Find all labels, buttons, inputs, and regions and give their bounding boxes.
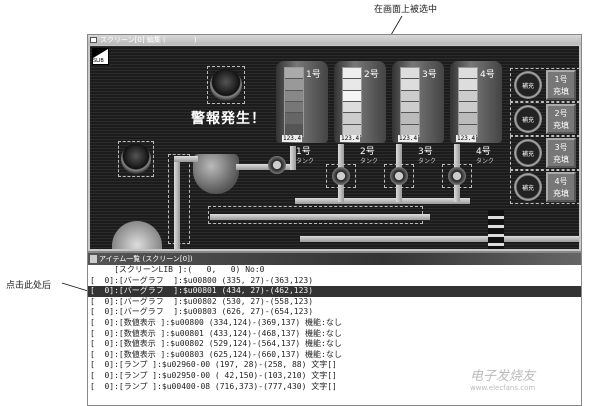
- fill-button-line1: 4号: [554, 177, 568, 186]
- alarm-lamp-icon: [210, 69, 242, 101]
- fill-button-4[interactable]: 4号充填: [546, 172, 576, 202]
- annotation-line-left: [61, 282, 89, 292]
- tank-sub-caption: タンク: [296, 158, 315, 165]
- pipe: [236, 164, 292, 170]
- valve-selection[interactable]: [384, 164, 414, 188]
- screen-edit-window: スクリーン[0] 編集 ( ) SLIB 警報発生！ 1号 123.4 1号 タ…: [87, 34, 582, 252]
- slib-icon[interactable]: SLIB: [92, 48, 109, 65]
- screen-window-title: スクリーン[0] 編集 ( ): [100, 36, 197, 44]
- pipe: [174, 158, 180, 249]
- fill-button-line2: 充填: [553, 189, 569, 198]
- drum-icon: [488, 210, 504, 249]
- item-list: [スクリーンLIB ]:( 0, 0) No:0[ 0]:[バーグラフ ]:$u…: [88, 265, 581, 392]
- item-list-row[interactable]: [ 0]:[バーグラフ ]:$u00803 (626, 27)-(654,123…: [90, 307, 314, 317]
- alarm-lamp-selection[interactable]: [207, 66, 245, 104]
- fill-button-3[interactable]: 3号充填: [546, 138, 576, 168]
- item-list-row[interactable]: [ 0]:[数値表示 ]:$u00800 (334,124)-(369,137)…: [90, 317, 342, 327]
- item-list-row[interactable]: [ 0]:[ランプ ]:$u02960-00 (197, 28)-(258, 8…: [90, 360, 337, 370]
- tank-label: 4号: [480, 70, 495, 80]
- fill-button-line2: 充填: [553, 87, 569, 96]
- fill-button-line1: 2号: [554, 109, 568, 118]
- pipe: [290, 146, 296, 170]
- item-list-row[interactable]: [ 0]:[数値表示 ]:$u00803 (625,124)-(660,137)…: [90, 349, 342, 359]
- pipe-selection[interactable]: [208, 206, 423, 224]
- window-icon: [90, 255, 97, 263]
- alarm-text: 警報発生！: [191, 111, 266, 127]
- numeric-display-2[interactable]: 123.4: [340, 135, 361, 142]
- annotation-selected-on-screen: 在画面上被选中: [374, 5, 438, 15]
- lamp-selection[interactable]: [118, 141, 154, 177]
- item-list-row[interactable]: [ 0]:[バーグラフ ]:$u00800 (335, 27)-(363,123…: [90, 275, 314, 285]
- replenish-lamp-1[interactable]: 補充: [514, 71, 542, 99]
- item-list-window: アイテム一覧 (スクリーン[0]) [スクリーンLIB ]:( 0, 0) No…: [87, 252, 582, 406]
- tank-caption: 4号: [476, 147, 491, 157]
- tank-1: 1号 123.4: [276, 61, 328, 143]
- numeric-display-3[interactable]: 123.4: [398, 135, 419, 142]
- numeric-display-4[interactable]: 123.4: [456, 135, 477, 142]
- item-list-row[interactable]: [ 0]:[ランプ ]:$u00400-08 (716,373)-(777,43…: [90, 381, 337, 391]
- fill-group: [510, 102, 579, 136]
- mixer-tank-icon: [193, 154, 239, 194]
- tank-4: 4号 123.4: [450, 61, 502, 143]
- pipe: [174, 156, 198, 162]
- pipe: [295, 198, 470, 204]
- item-list-row[interactable]: [ 0]:[バーグラフ ]:$u00801 (434, 27)-(462,123…: [88, 286, 581, 297]
- bar-graph-3[interactable]: [400, 67, 420, 137]
- numeric-display-1[interactable]: 123.4: [282, 135, 303, 142]
- tank-sub-caption: タンク: [476, 158, 495, 165]
- bar-graph-4[interactable]: [458, 67, 478, 137]
- item-list-row[interactable]: [ 0]:[バーグラフ ]:$u00802 (530, 27)-(558,123…: [90, 296, 314, 306]
- item-list-row[interactable]: [スクリーンLIB ]:( 0, 0) No:0: [90, 265, 265, 274]
- tank-sub-caption: タンク: [360, 158, 379, 165]
- tank-2: 2号 123.4: [334, 61, 386, 143]
- lamp-icon: [121, 144, 151, 174]
- vessel-icon: [112, 221, 162, 249]
- valve-icon: [448, 167, 466, 185]
- watermark-text: 电子发烧友: [470, 369, 536, 384]
- pipe: [300, 236, 579, 242]
- valve-icon: [390, 167, 408, 185]
- screen-window-titlebar[interactable]: スクリーン[0] 編集 ( ): [88, 35, 581, 45]
- valve-selection[interactable]: [442, 164, 472, 188]
- item-list-titlebar[interactable]: アイテム一覧 (スクリーン[0]): [88, 253, 581, 265]
- tank-caption: 2号: [360, 147, 375, 157]
- tank-sub-caption: タンク: [418, 158, 437, 165]
- fill-group: [510, 136, 579, 170]
- fill-button-line2: 充填: [553, 155, 569, 164]
- tank-caption: 1号: [296, 147, 311, 157]
- fill-group: [510, 170, 579, 204]
- replenish-lamp-2[interactable]: 補充: [514, 105, 542, 133]
- fill-group: [510, 68, 579, 102]
- watermark-url: www.elecfans.com: [470, 384, 536, 392]
- fill-button-line2: 充填: [553, 121, 569, 130]
- bar-graph-2[interactable]: [342, 67, 362, 137]
- tank-label: 1号: [306, 70, 321, 80]
- tank-3: 3号 123.4: [392, 61, 444, 143]
- fill-button-line1: 3号: [554, 143, 568, 152]
- fill-button-1[interactable]: 1号充填: [546, 70, 576, 100]
- pipe: [210, 214, 430, 220]
- tank-caption: 3号: [418, 147, 433, 157]
- replenish-lamp-4[interactable]: 補充: [514, 173, 542, 201]
- item-list-title: アイテム一覧 (スクリーン[0]): [99, 255, 193, 263]
- slib-label: SLIB: [93, 58, 104, 64]
- annotation-after-click: 点击此处后: [6, 281, 52, 291]
- screen-canvas[interactable]: SLIB 警報発生！ 1号 123.4 1号 タンク 2号 123.4 2号 タ…: [90, 46, 579, 249]
- fill-button-2[interactable]: 2号充填: [546, 104, 576, 134]
- window-icon: [90, 37, 97, 43]
- item-list-row[interactable]: [ 0]:[数値表示 ]:$u00801 (433,124)-(468,137)…: [90, 328, 342, 338]
- tank-label: 2号: [364, 70, 379, 80]
- fill-button-line1: 1号: [554, 75, 568, 84]
- item-list-row[interactable]: [ 0]:[数値表示 ]:$u00802 (529,124)-(564,137)…: [90, 339, 342, 349]
- bar-graph-1[interactable]: [284, 67, 304, 137]
- tank-label: 3号: [422, 70, 437, 80]
- valve-icon: [332, 167, 350, 185]
- watermark-logo: 电子发烧友 www.elecfans.com: [470, 365, 535, 392]
- valve-selection[interactable]: [326, 164, 356, 188]
- replenish-lamp-3[interactable]: 補充: [514, 139, 542, 167]
- valve-icon[interactable]: [268, 156, 286, 174]
- item-list-row[interactable]: [ 0]:[ランプ ]:$u02950-00 ( 42,150)-(103,21…: [90, 370, 337, 380]
